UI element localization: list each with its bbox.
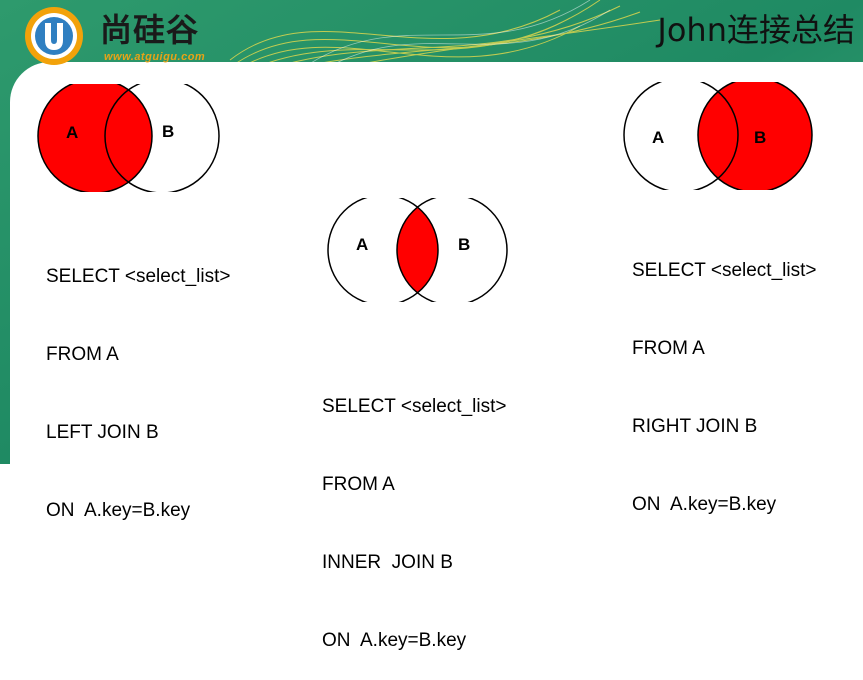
sql-line: SELECT <select_list>	[632, 260, 817, 281]
label-a: A	[356, 235, 368, 254]
label-a: A	[652, 128, 664, 147]
logo-url: www.atguigu.com	[104, 51, 206, 63]
circle-a	[37, 84, 153, 192]
label-b: B	[162, 122, 174, 141]
right-join-sql: SELECT <select_list> FROM A RIGHT JOIN B…	[632, 206, 816, 544]
intersection-fill	[397, 198, 438, 302]
left-join-venn: A B	[37, 84, 220, 192]
sql-line: ON A.key=B.key	[322, 630, 467, 651]
sql-line: INNER JOIN B	[322, 552, 453, 573]
label-b: B	[458, 235, 470, 254]
slide-title: John连接总结	[657, 11, 855, 49]
sql-line: SELECT <select_list>	[46, 266, 231, 287]
label-a: A	[66, 123, 78, 142]
sql-line: FROM A	[322, 474, 395, 495]
sql-line: LEFT JOIN B	[46, 422, 159, 443]
sql-line: RIGHT JOIN B	[632, 416, 758, 437]
label-b: B	[754, 128, 766, 147]
sql-line: FROM A	[632, 338, 705, 359]
circle-b	[697, 82, 813, 190]
sql-line: SELECT <select_list>	[322, 396, 507, 417]
circle-b	[396, 198, 508, 302]
circle-a	[327, 198, 439, 302]
circle-a	[623, 82, 739, 190]
inner-join-sql: SELECT <select_list> FROM A INNER JOIN B…	[322, 342, 506, 680]
left-join-sql: SELECT <select_list> FROM A LEFT JOIN B …	[46, 212, 230, 550]
atguigu-logo: 尚硅谷 www.atguigu.com	[20, 4, 230, 68]
inner-join-venn: A B	[327, 198, 508, 302]
right-join-venn: A B	[623, 82, 813, 190]
logo-text: 尚硅谷	[100, 11, 200, 49]
sql-line: FROM A	[46, 344, 119, 365]
sql-line: ON A.key=B.key	[632, 494, 777, 515]
logo-u-icon	[25, 7, 83, 65]
sql-line: ON A.key=B.key	[46, 500, 191, 521]
circle-b	[104, 84, 220, 192]
